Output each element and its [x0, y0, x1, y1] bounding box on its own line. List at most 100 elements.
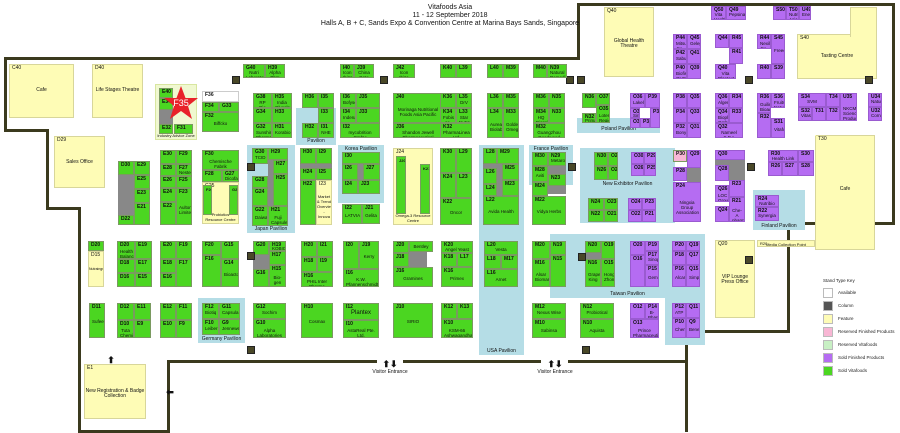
stand-U49[interactable]: U49Enertia [799, 6, 811, 20]
stand-T32[interactable]: T32 [826, 107, 840, 121]
stand-E20[interactable]: E20 [160, 241, 176, 259]
stand-R33[interactable]: R33 [729, 108, 743, 123]
stand-P29[interactable]: P29 [644, 152, 656, 164]
stand-K30[interactable]: K30 [440, 148, 456, 173]
stand-Q44[interactable]: Q44 [715, 34, 729, 48]
stand-P15[interactable]: P15Gemmonit [645, 265, 659, 287]
stand-P38[interactable]: P38 [673, 93, 687, 108]
stand-L40[interactable]: L40 [487, 64, 503, 78]
feature-d15[interactable]: D15 Nutraingredients [88, 251, 104, 287]
stand-H29[interactable]: H29 [268, 148, 288, 160]
stand-S50[interactable]: S50 [773, 6, 786, 20]
stand-E16[interactable]: E16 [160, 273, 176, 287]
stand-P17[interactable]: P17Sinophar [645, 251, 659, 265]
stand-P34[interactable]: P34 [673, 108, 687, 123]
stand-I30[interactable]: I30 [342, 152, 380, 164]
stand-O19[interactable]: O19 [601, 241, 615, 259]
stand-E24[interactable]: E24 [160, 188, 176, 202]
stand-F20[interactable]: F20 [202, 241, 221, 255]
stand-N22[interactable]: N22 [588, 210, 604, 222]
feature-tasting-centre[interactable]: S40 Tasting Centre [797, 34, 877, 79]
stand-I25[interactable]: I25 [316, 168, 332, 180]
stand-N23[interactable]: N23 [548, 174, 566, 186]
stand-O29[interactable]: O29 [608, 152, 618, 166]
stand-F25[interactable]: F25 [176, 176, 192, 188]
feature-cafe-left[interactable]: C40 Cafe [9, 64, 74, 118]
stand-H27[interactable]: H27 [273, 160, 288, 174]
stand-P28[interactable]: P28 [673, 167, 687, 181]
stand-O24[interactable]: O24 [628, 198, 642, 210]
stand-I36[interactable]: I36Bofyscience [340, 93, 356, 108]
stand-T50[interactable]: T50Nutrition Asia [786, 6, 799, 20]
stand-D11[interactable]: D11Sufeeng [89, 303, 105, 338]
stand-F29[interactable]: F29 [176, 150, 192, 164]
stand-P21[interactable]: P21 [642, 210, 656, 222]
stand-G24[interactable]: G24 [252, 188, 268, 206]
stand-G34[interactable]: G34 [253, 108, 272, 123]
stand-G28[interactable]: G28 [252, 176, 268, 188]
stand-N30[interactable]: N30 [594, 152, 608, 166]
stand-P23[interactable]: P23 [642, 198, 656, 210]
stand-O16[interactable]: O16 [630, 255, 645, 287]
stand-Q45[interactable]: Q45Gelepi [687, 34, 701, 49]
stand-K36[interactable]: K36 [440, 93, 456, 108]
stand-E9[interactable]: E9 [134, 320, 151, 338]
stand-K24[interactable]: K24 [440, 173, 456, 198]
stand-F31[interactable]: F31 [174, 124, 193, 134]
stand-K21[interactable]: K21 [420, 164, 430, 214]
stand-H25[interactable]: H25 [273, 174, 288, 206]
stand-E30[interactable]: E30 [160, 150, 176, 164]
stand-I19[interactable]: I19 [317, 257, 333, 272]
stand-D20[interactable]: D20 [88, 241, 104, 251]
stand-O32[interactable]: O32 [630, 118, 640, 128]
stand-H32[interactable]: H32 [302, 123, 318, 138]
stand-J20[interactable]: J20 [396, 156, 406, 214]
stand-R41[interactable]: R41 [729, 48, 743, 64]
stand-I35[interactable]: I35 [318, 93, 334, 108]
stand-N26[interactable]: N26 [594, 166, 608, 180]
stand-G23[interactable]: G23 [229, 185, 238, 215]
stand-Q31[interactable]: Q31 [687, 123, 701, 138]
stand-P39[interactable]: P39 [645, 93, 660, 108]
stand-Q15[interactable]: Q15Simpson [686, 265, 700, 287]
stand-I21[interactable]: I21 [317, 241, 333, 257]
stand-H18[interactable]: H18 [301, 257, 317, 272]
stand-F19[interactable]: F19 [176, 241, 192, 259]
stand-Q29[interactable]: Q29 [687, 150, 701, 168]
visitor-entrance-left[interactable]: ⬆⬇ Visitor Entrance [370, 360, 410, 376]
stand-M39[interactable]: M39 [503, 64, 519, 78]
stand-F17[interactable]: F17 [176, 259, 192, 287]
stand-F11[interactable]: F11 [176, 303, 192, 320]
stand-O12[interactable]: O12 [630, 303, 645, 319]
feature-media-collection[interactable]: R20 Media Collection Point [757, 240, 815, 247]
stand-M25[interactable]: M25 [502, 164, 519, 180]
stand-R44[interactable]: R44Nexilos Co. Ltd [757, 34, 771, 49]
stand-N15[interactable]: N15 [550, 255, 566, 287]
stand-F9[interactable]: F9 [176, 320, 192, 338]
stand-Q33[interactable]: Q33 [687, 108, 701, 123]
stand-H24[interactable]: H24 [300, 168, 316, 180]
stand-D22[interactable]: D22 [118, 215, 134, 225]
